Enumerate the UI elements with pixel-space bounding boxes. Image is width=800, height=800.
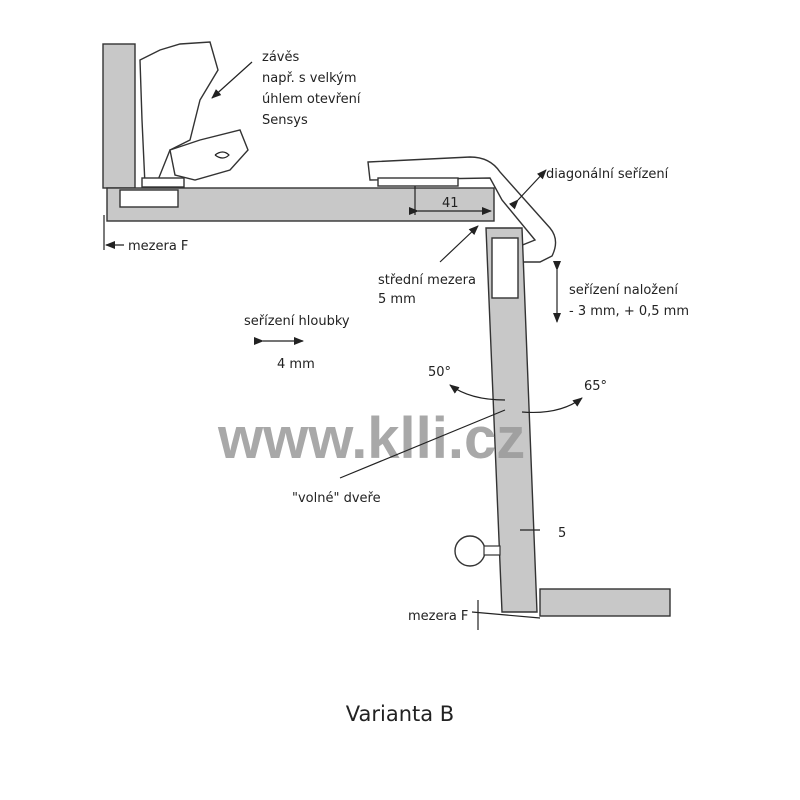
hinge-cup-recess xyxy=(119,189,179,208)
angle-65-arrow xyxy=(521,397,583,414)
cabinet-side-wall xyxy=(102,43,136,189)
hinge-label-3: úhlem otevření xyxy=(262,92,361,107)
caption: Varianta B xyxy=(346,702,454,726)
angle-65-label: 65° xyxy=(584,379,607,394)
diagonal-adjust-label: diagonální seřízení xyxy=(546,167,669,182)
hinge-label-2: např. s velkým xyxy=(262,71,357,86)
center-gap-arrow xyxy=(439,225,479,263)
angle-50-label: 50° xyxy=(428,365,451,380)
depth-value-label: 4 mm xyxy=(277,357,315,372)
door-hinge-cup xyxy=(491,237,519,299)
door-knob-icon xyxy=(454,535,486,567)
gap-f-bottom-label: mezera F xyxy=(408,609,468,624)
depth-adjust-label: seřízení hloubky xyxy=(244,314,350,329)
knob-stem xyxy=(483,545,501,556)
overlay-adjust-label-1: seřízení naložení xyxy=(569,283,678,298)
free-door-label: "volné" dveře xyxy=(292,491,381,506)
center-gap-label-1: střední mezera xyxy=(378,273,476,288)
hinge-label-4: Sensys xyxy=(262,113,308,128)
dim-41-label: 41 xyxy=(442,196,459,211)
hinge-label-1: závěs xyxy=(262,50,299,65)
overlay-adjust-label-2: - 3 mm, + 0,5 mm xyxy=(569,304,689,319)
hinge-open-icon xyxy=(139,41,249,188)
angle-50-arrow xyxy=(449,384,506,401)
free-door-leader xyxy=(339,409,506,479)
gap-ref-line xyxy=(471,611,541,619)
center-gap-label-2: 5 mm xyxy=(378,292,416,307)
hinge-leader-arrow xyxy=(211,61,253,99)
door-panel xyxy=(485,227,538,613)
dim-5-label: 5 xyxy=(558,526,566,541)
gap-f-top-label: mezera F xyxy=(128,239,188,254)
lower-cabinet-shelf xyxy=(539,588,671,617)
watermark: www.klli.cz xyxy=(217,406,525,471)
diagonal-adjust-arrow xyxy=(508,169,547,210)
